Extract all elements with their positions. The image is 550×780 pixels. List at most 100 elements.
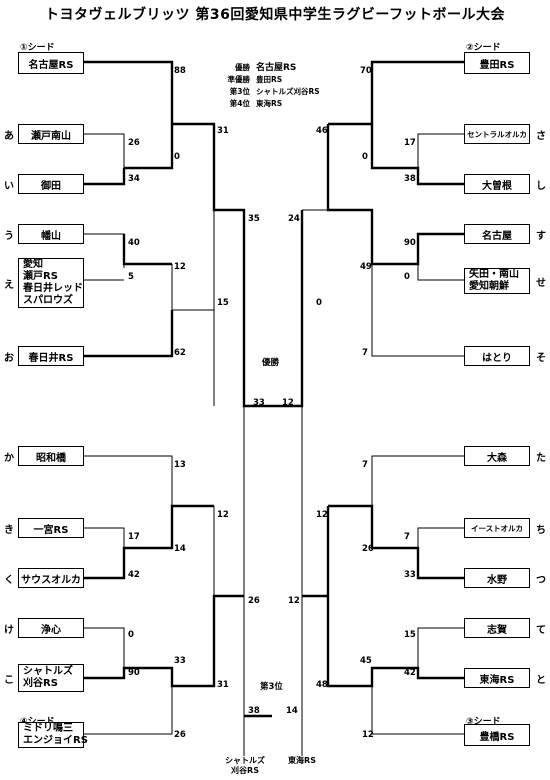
score-r2: 46 [316,126,328,136]
bracket-slot-kana: く [4,575,14,586]
left-team-box: 昭和橋 [18,446,84,466]
score-r6: 90 [404,238,416,248]
score-l22: 26 [174,730,186,740]
team-name-line: エンジョイRS [23,735,88,746]
right-team-box: 東海RS [464,668,530,688]
score-r3: 17 [404,138,416,148]
score-r18: 15 [404,630,416,640]
score-r20: 42 [404,668,416,678]
line-r-top-semi [302,124,329,211]
line-l-hata [84,233,125,268]
score-r9: 0 [404,272,410,282]
team-name-line: 豊橋RS [479,731,515,743]
score-l2: 26 [128,138,140,148]
right-team-box: 豊田RS [464,52,530,74]
score-l7: 5 [128,272,134,282]
right-team-box: 水野 [464,568,530,588]
score-r15: 26 [362,544,374,554]
score-third-l: 38 [248,706,260,716]
team-name-line: 大曽根 [482,180,512,192]
win-l-mita2 [124,124,174,170]
score-r17: 12 [288,596,300,606]
right-team-box: 大森 [464,446,530,466]
left-team-box: ミドリ鳴三エンジョイRS [18,722,88,748]
line-r-east [417,527,464,548]
third-right-line1: 東海RS [288,756,316,765]
win-l-kasugai [84,310,174,358]
team-name-line: 春日井レッド [23,283,83,294]
bracket-slot-kana: え [4,280,14,291]
bracket-slot-kana: た [536,453,546,464]
right-team-box: 豊橋RS [464,724,530,746]
left-team-box: 御田 [18,174,84,194]
bracket-slot-kana: し [536,181,546,192]
score-l17: 26 [248,596,260,606]
line-l-showa [84,455,173,506]
line-r-hatori [371,264,464,357]
right-team-box: 名古屋 [464,224,530,244]
line-l-seto [84,133,125,168]
team-name-line: 矢田・南山 [469,269,519,280]
left-team-box: 浄心 [18,618,84,638]
team-name-line: 大森 [487,452,507,464]
right-team-box: 大曽根 [464,174,530,194]
results-summary: 優勝名古屋RS 準優勝豊田RS 第3位シャトルズ刈谷RS 第4位東海RS [220,62,320,110]
score-l13: 17 [128,532,140,542]
win-r-tokai [302,506,464,688]
team-name-line: 浄心 [41,624,61,636]
score-l15: 14 [174,544,186,554]
score-final-r: 12 [282,398,294,408]
score-l21: 31 [217,680,229,690]
team-name-line: 東海RS [479,674,515,686]
score-l5: 31 [217,126,229,136]
line-r-central [417,133,464,168]
win-r-osone [370,124,464,186]
champion-label: 優勝 [262,358,280,368]
third-left-line1: シャトルズ [225,756,265,765]
right-team-box: 矢田・南山愛知朝鮮 [464,268,530,294]
bracket-slot-kana: あ [4,131,14,142]
bracket-slot-kana: け [4,625,14,636]
line-l-midori [84,686,173,735]
win-l-hata [122,234,172,266]
first-label: 優勝 [235,63,250,72]
line-r-yada [417,234,464,281]
third-match-left-team: シャトルズ 刈谷RS [222,756,268,776]
bracket-slot-kana: い [4,181,14,192]
right-team-box: 志賀 [464,618,530,638]
score-r11: 7 [362,348,368,358]
seed-3-label: ③シード [466,717,501,727]
right-team-box: セントラルオルカ [464,124,530,144]
win-r-toyota [328,60,464,126]
line-l-kasugai-top [171,264,215,346]
team-name-line: 昭和橋 [36,452,66,464]
team-name-line: サウスオルカ [21,574,81,586]
score-final-l: 33 [253,398,265,408]
team-name-line: 瀬戸RS [23,271,58,282]
left-team-box: 名古屋RS [18,52,84,74]
left-team-box: サウスオルカ [18,568,84,588]
score-r14: 7 [404,532,410,542]
score-r19: 45 [360,656,372,666]
score-l1: 88 [174,66,186,76]
win-l-nagoya [84,60,272,408]
score-l20: 90 [128,668,140,678]
team-name-line: 一宮RS [33,524,69,536]
bracket-slot-kana: そ [536,353,546,364]
score-r5: 38 [404,174,416,184]
bracket-slot-kana: て [536,625,546,636]
left-team-box: 幡山 [18,224,84,244]
fourth-label: 第4位 [229,99,250,108]
team-name-line: 春日井RS [28,352,74,364]
team-name-line: 瀬戸南山 [31,130,71,142]
line-r-toyohashi [371,686,464,735]
score-l3: 0 [174,152,180,162]
bracket-slot-kana: お [4,353,14,364]
left-team-box: 瀬戸南山 [18,124,84,144]
third-match-right-team: 東海RS [282,756,322,766]
score-r1: 70 [360,66,372,76]
right-team-box: はとり [464,346,530,366]
score-l11: 35 [248,214,260,224]
